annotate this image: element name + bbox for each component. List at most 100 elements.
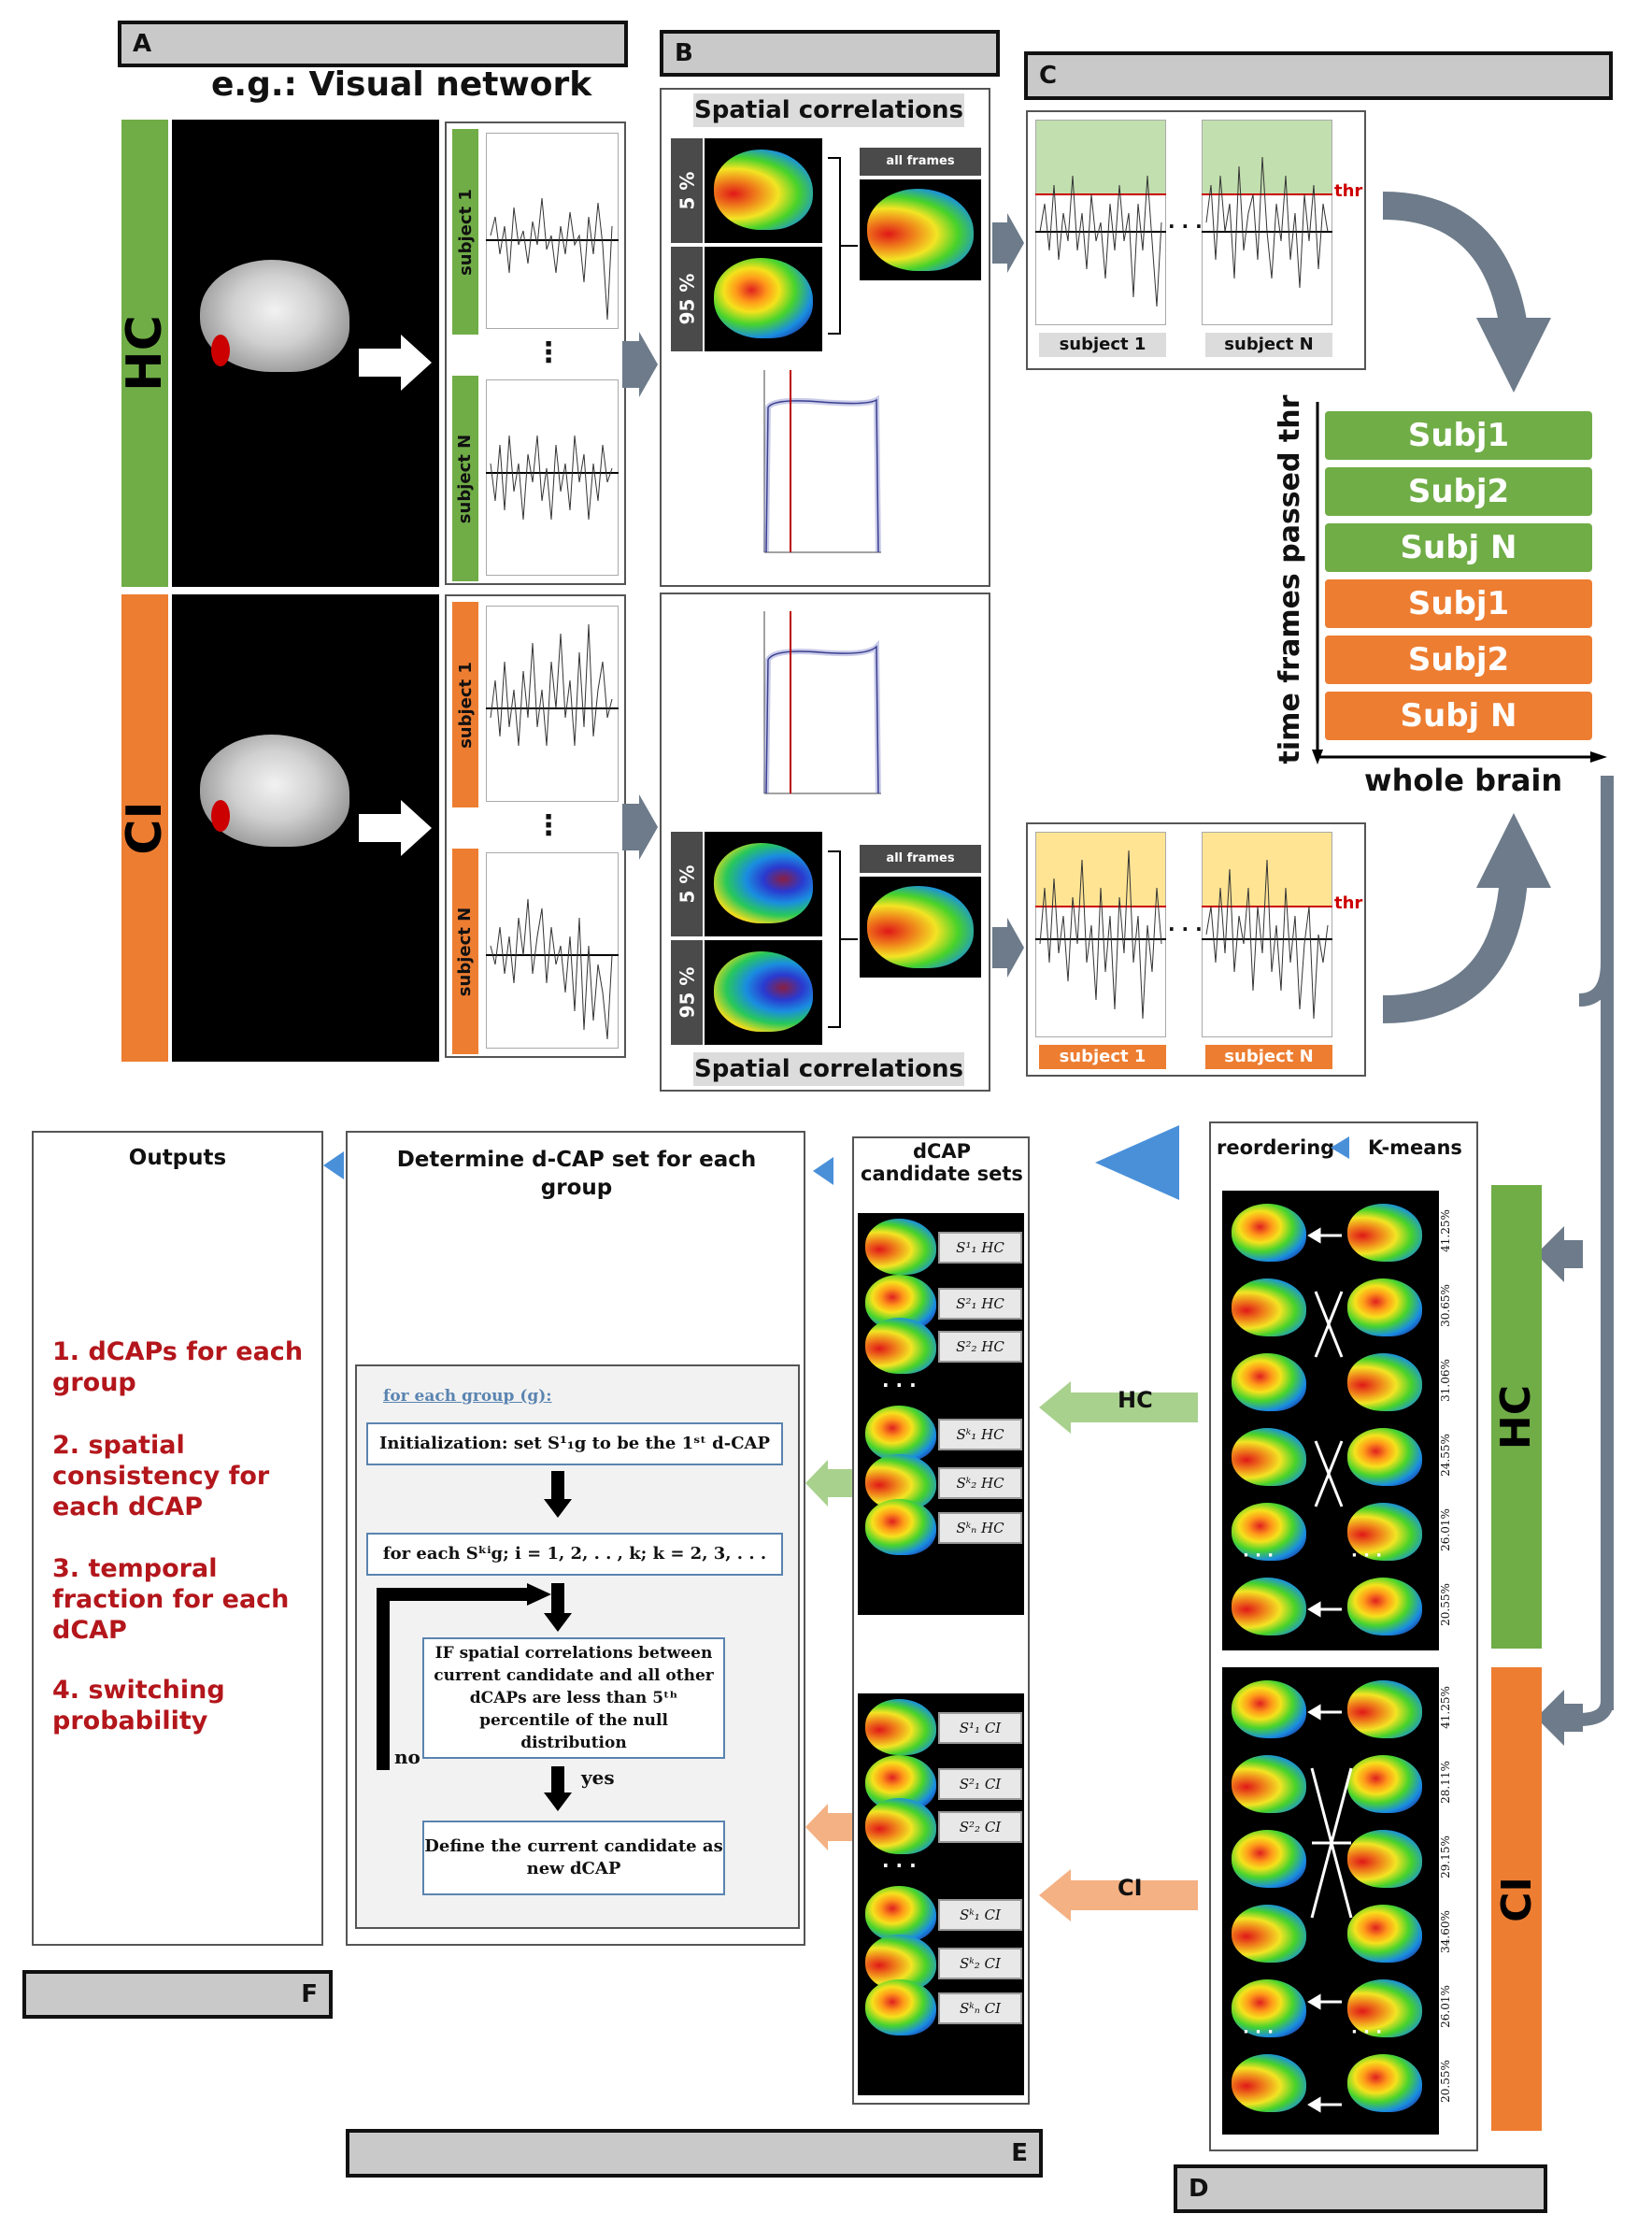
e-ci-map-3 [865, 1798, 936, 1854]
hc-pct95-tab: 95 % [671, 247, 703, 351]
hc-subjectN-tab: subject N [452, 376, 478, 581]
d-to-e-ci-label: CI [1118, 1875, 1143, 1901]
d-ci-entry-arrow-icon [1536, 1690, 1583, 1746]
d-ci-dots-right: · · · [1351, 2022, 1383, 2042]
ci-all-frames-brain [867, 886, 974, 968]
ci-right-arrow-icon [359, 800, 432, 856]
panel-c-ci-box: · · · thr subject 1 subject N [1026, 822, 1366, 1077]
d-hc-kmeans-map-2 [1347, 1278, 1422, 1336]
hc-all-frames-brain [867, 189, 974, 271]
hc-null-distribution-plot [763, 370, 881, 553]
yes-label: yes [581, 1766, 615, 1789]
e-header-arrow-icon [1095, 1125, 1179, 1200]
panel-d-box: reordering K-means 41.25%30.65%31.06%24.… [1209, 1121, 1478, 2151]
d-hc-kmeans-map-4 [1347, 1428, 1422, 1486]
d-hc-reordered-map-3 [1232, 1353, 1306, 1411]
stack-ci-subj1: Subj1 [1323, 578, 1594, 630]
e-ci-candidate-label-1: S¹₁ CI [938, 1712, 1022, 1744]
init-step: Initialization: set S¹₁g to be the 1ˢᵗ d… [366, 1422, 783, 1465]
stack-to-d-connector [1578, 776, 1614, 1726]
d-hc-dots-left: · · · [1243, 1546, 1275, 1565]
d-hc-reordered-map-1 [1232, 1204, 1306, 1262]
stack-ci-subjN: Subj N [1323, 690, 1594, 742]
hc-to-b-arrow-icon [622, 332, 658, 397]
e-hc-candidate-label-6: Sᵏₙ HC [938, 1512, 1022, 1544]
stack-hc-subj2: Subj2 [1323, 465, 1594, 518]
stack-ci-subj2: Subj2 [1323, 634, 1594, 686]
hc-all-frames-map [860, 179, 981, 280]
output-item-2: 2. spatial consistency for each dCAP [52, 1431, 270, 1521]
hc-c-subjectN-tab: subject N [1205, 333, 1332, 357]
panel-b-ci-box: 5 % 95 % all frames Spatial correlations [660, 593, 990, 1092]
det-header-arrow-icon [813, 1157, 833, 1185]
d-kmeans-label: K-means [1368, 1136, 1462, 1159]
stack-hc-subjN: Subj N [1323, 521, 1594, 574]
panel-f-label: F [22, 1970, 333, 2019]
ci-curved-arrow-icon [1382, 813, 1551, 1023]
arrow-down-icon [544, 1766, 572, 1811]
ci-subject1-tab: subject 1 [452, 602, 478, 807]
d-hc-kmeans-map-1 [1347, 1204, 1422, 1262]
outputs-box: Outputs 1. dCAPs for each group 2. spati… [32, 1131, 323, 1946]
e-hc-map-6 [865, 1499, 936, 1555]
d-hc-kmeans-map-3 [1347, 1353, 1422, 1411]
define-step: Define the current candidate as new dCAP [422, 1821, 725, 1895]
panel-c-label: C [1024, 51, 1613, 100]
d-ci-reordered-map-4 [1232, 1905, 1306, 1963]
d-to-e-ci-arrow-icon [1039, 1869, 1198, 1921]
hc-c-thr-label: thr [1334, 181, 1363, 201]
e-ci-candidate-label-4: Sᵏ₁ CI [938, 1899, 1022, 1931]
e-title: dCAP candidate sets [861, 1140, 1023, 1185]
ci-bracket [828, 850, 841, 1028]
arrow-down-icon [544, 1583, 572, 1632]
hc-bracket [828, 157, 841, 335]
hc-pct95-brain [714, 258, 813, 338]
ci-thresholded-subject1 [1035, 832, 1166, 1037]
panel-e-label: E [346, 2129, 1043, 2178]
hc-pct5-map [705, 138, 822, 243]
ci-pct5-tab: 5 % [671, 832, 703, 936]
e-hc-map-1 [865, 1219, 936, 1275]
ci-bracket-link [841, 938, 858, 940]
panel-a-label: A [118, 21, 628, 67]
d-hc-entry-arrow-icon [1536, 1226, 1583, 1282]
e-hc-candidate-label-2: S²₁ HC [938, 1288, 1022, 1320]
e-hc-candidate-label-5: Sᵏ₂ HC [938, 1467, 1022, 1499]
b-to-c-ci-arrow-icon [992, 918, 1024, 978]
hc-dots: ⋮ [534, 336, 563, 369]
e-to-det-ci-arrow-icon [805, 1804, 852, 1850]
hc-bracket-link [841, 245, 858, 247]
d-ci-kmeans-map-5 [1347, 1979, 1422, 2037]
stack-hc-subj1: Subj1 [1323, 409, 1594, 462]
determine-title: Determine d-CAP set for each group [396, 1148, 757, 1200]
e-hc-candidate-label-4: Sᵏ₁ HC [938, 1419, 1022, 1450]
e-ci-map-1 [865, 1699, 936, 1755]
hc-timeseries-box: subject 1 subject N ⋮ [445, 121, 626, 585]
e-ci-candidate-label-3: S²₂ CI [938, 1811, 1022, 1843]
stack-x-axis-label: whole brain [1364, 763, 1563, 798]
no-label: no [394, 1746, 420, 1768]
hc-pct5-tab: 5 % [671, 138, 703, 243]
d-hc-kmeans-map-6 [1347, 1578, 1422, 1635]
ci-spatial-corr-header: Spatial correlations [693, 1052, 964, 1086]
hc-thresholded-subjectN [1202, 120, 1332, 325]
ci-c-thr-label: thr [1334, 893, 1363, 913]
panel-d-label: D [1174, 2164, 1547, 2213]
d-ci-reordered-map-2 [1232, 1755, 1306, 1813]
d-to-e-hc-label: HC [1118, 1387, 1153, 1413]
hc-subject1-tab: subject 1 [452, 129, 478, 335]
e-ci-dots: · · · [882, 1854, 917, 1877]
e-ci-map-6 [865, 1979, 936, 2035]
ci-timeseries-box: subject 1 subject N ⋮ [445, 594, 626, 1058]
ci-pct5-brain [714, 843, 813, 923]
stack-axes [1312, 402, 1607, 764]
ci-dots: ⋮ [534, 809, 563, 842]
condition-step: IF spatial correlations between current … [422, 1637, 725, 1759]
d-hc-reordered-map-6 [1232, 1578, 1306, 1635]
d-ci-bar: CI [1491, 1667, 1542, 2131]
panel-b-hc-box: Spatial correlations 5 % 95 % all frames [660, 88, 990, 587]
hc-c-subject1-tab: subject 1 [1039, 333, 1166, 357]
output-item-4: 4. switching probability [52, 1676, 225, 1735]
d-ci-reordered-map-3 [1232, 1830, 1306, 1888]
